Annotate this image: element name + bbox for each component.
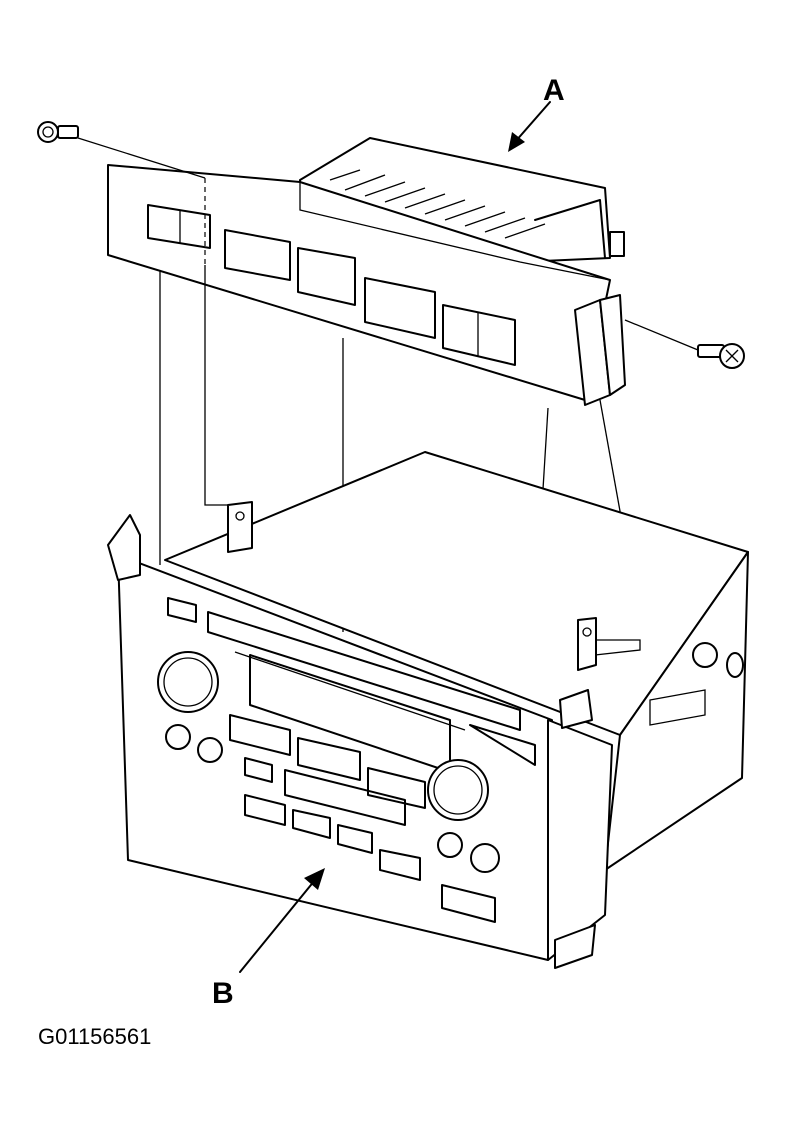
screw-leader-right [624,319,699,351]
unit-a-bezel-windows [147,204,516,366]
unit-b-panel-controls [157,597,536,923]
screw-leader-left [77,137,206,179]
unit-a-module [107,137,626,406]
screw-icon [37,121,79,143]
figure-id: G01156561 [38,1024,151,1049]
callout-label-a: A [543,74,565,107]
callout-label-b: B [212,977,234,1010]
unit-b-main-unit [107,451,749,969]
callout-b: B [212,868,325,1010]
unit-a-fins [329,169,546,239]
screw-icon [697,343,745,369]
callout-a: A [508,74,565,152]
